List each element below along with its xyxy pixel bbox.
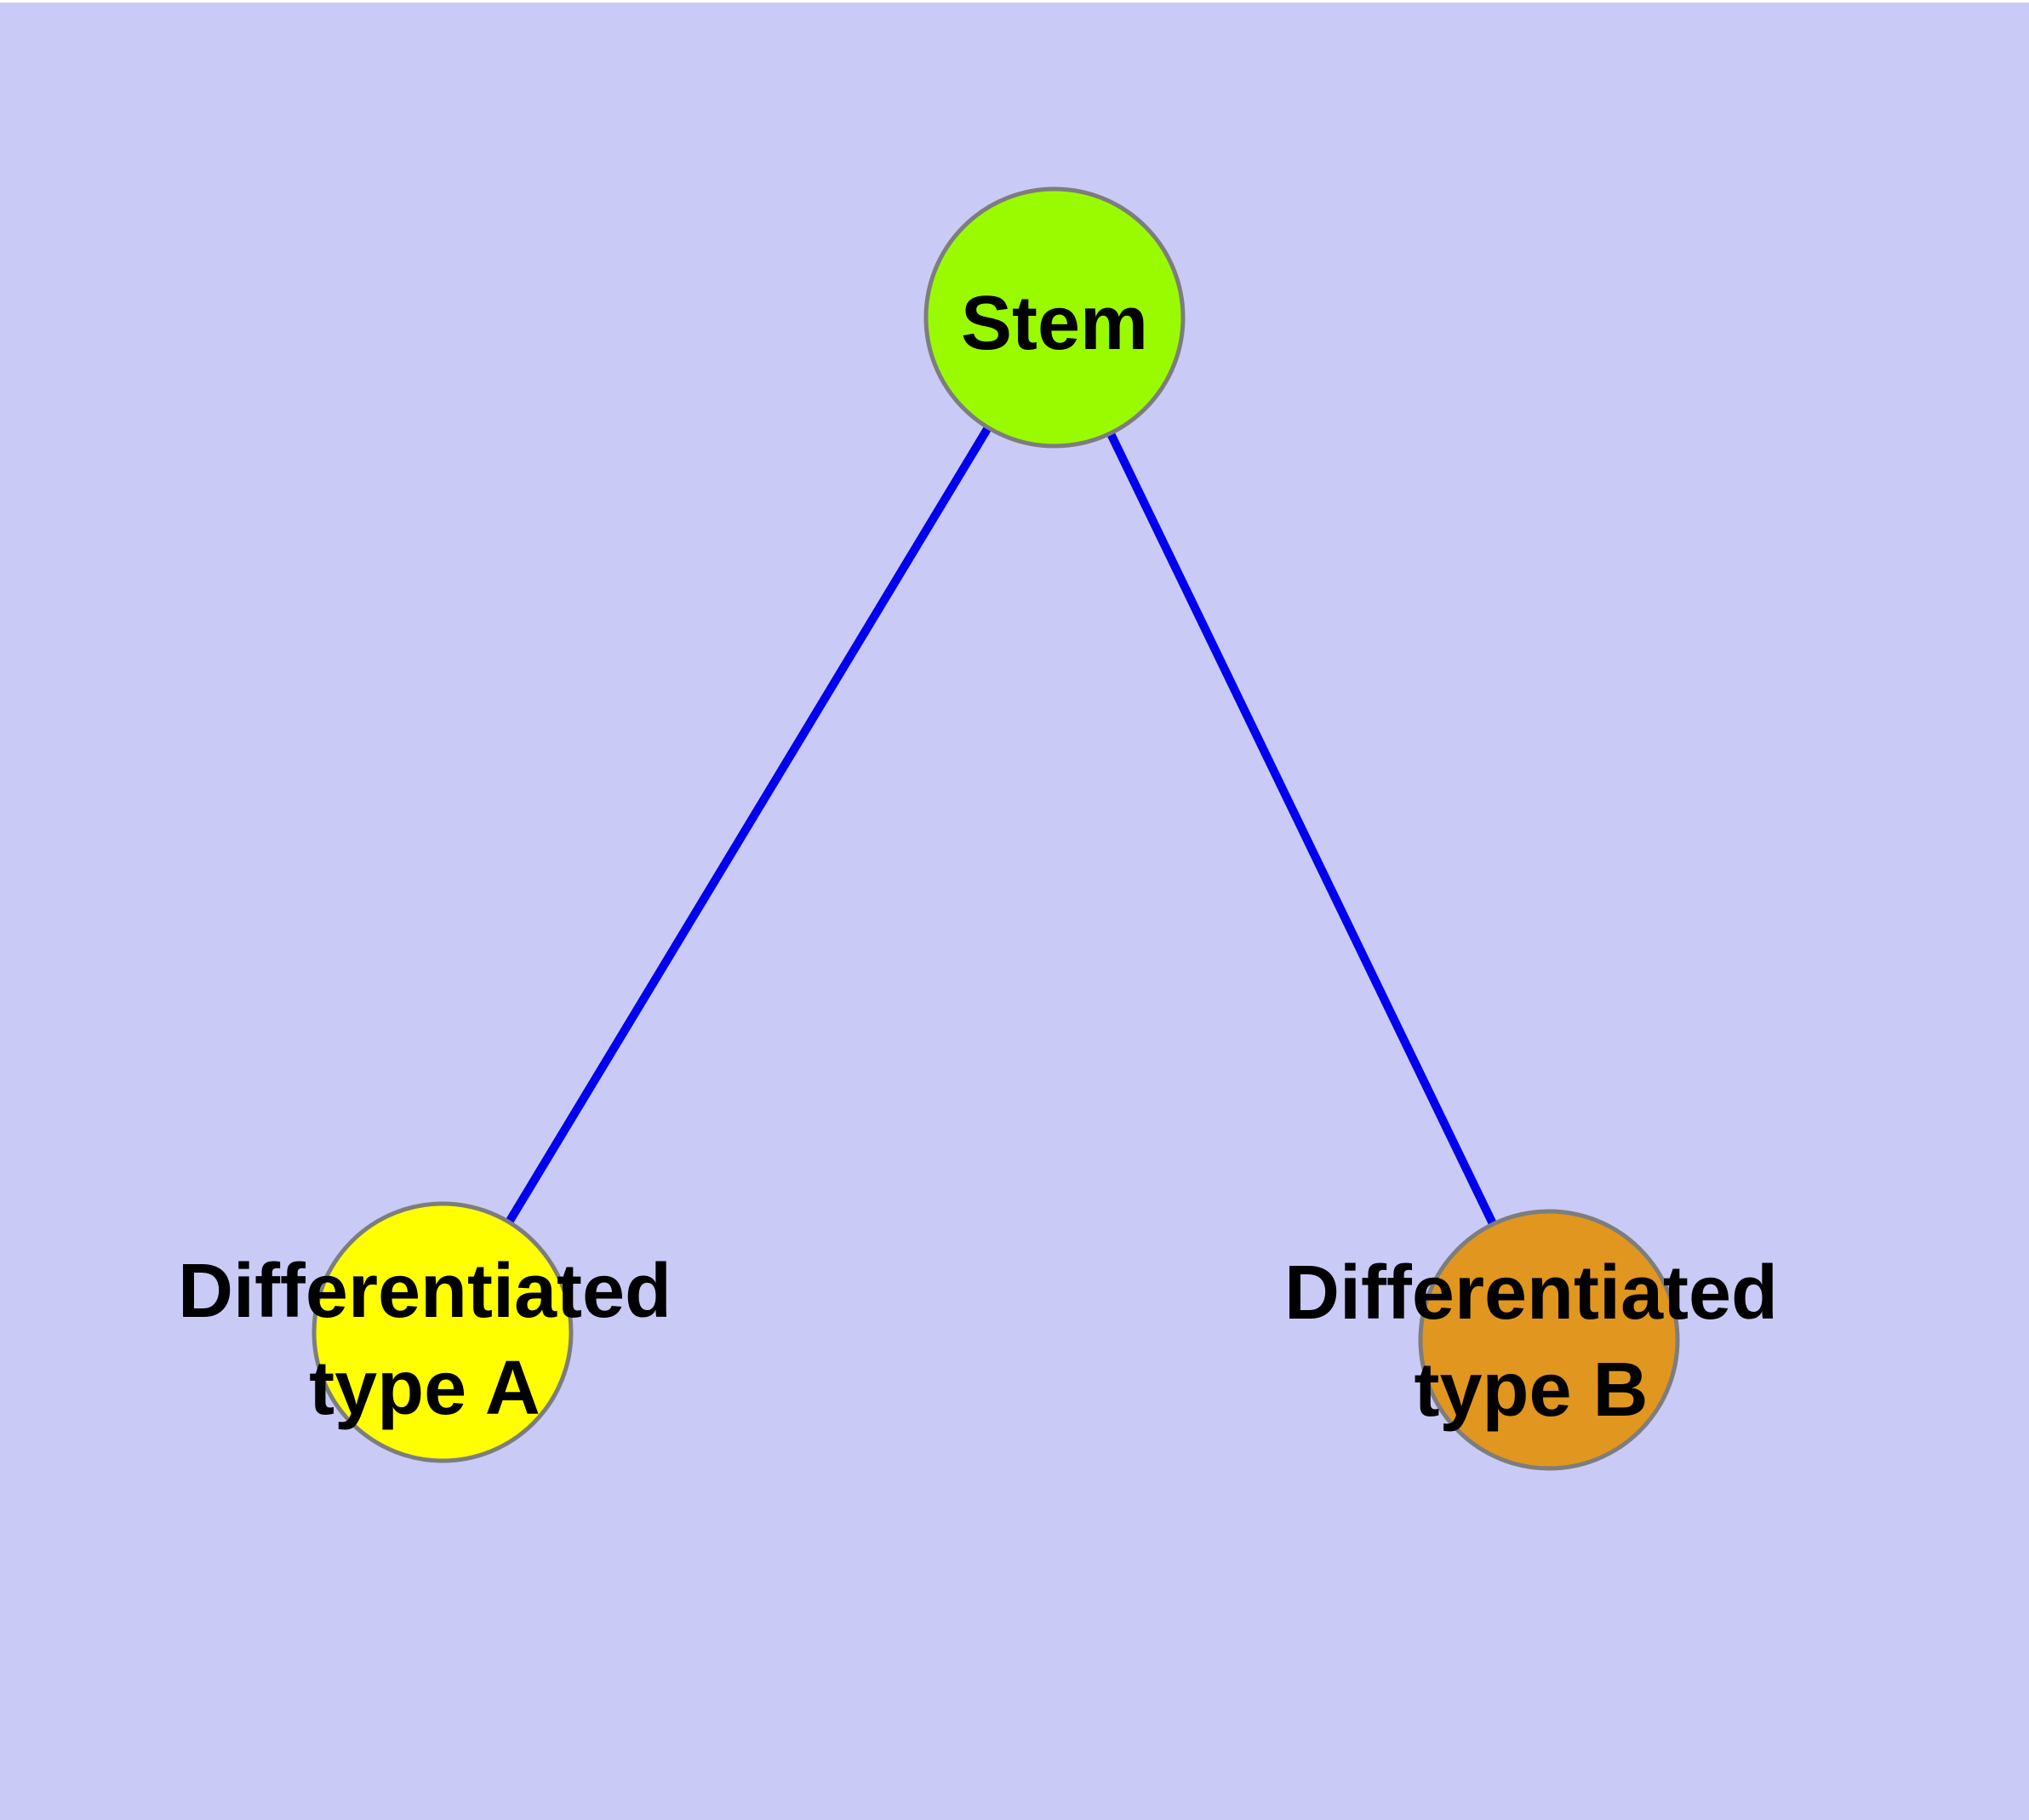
node-type-b-label-line1: Differentiated [1284,1251,1778,1336]
node-labels: Stem Differentiated type A Differentiate… [178,281,1778,1433]
node-stem-circle [923,186,1186,449]
node-stem-label: Stem [961,281,1148,366]
edge-stem-to-type-b [1050,315,1553,1342]
node-type-a-label-line1: Differentiated [178,1249,672,1334]
nodes [311,186,1680,1471]
node-type-b-label-line2: type B [1414,1348,1648,1433]
node-type-a-circle [311,1201,574,1463]
edges [438,315,1553,1342]
node-type-b-circle [1418,1209,1680,1471]
node-type-a-label-line2: type A [309,1346,540,1431]
edge-stem-to-type-a [438,315,1059,1335]
